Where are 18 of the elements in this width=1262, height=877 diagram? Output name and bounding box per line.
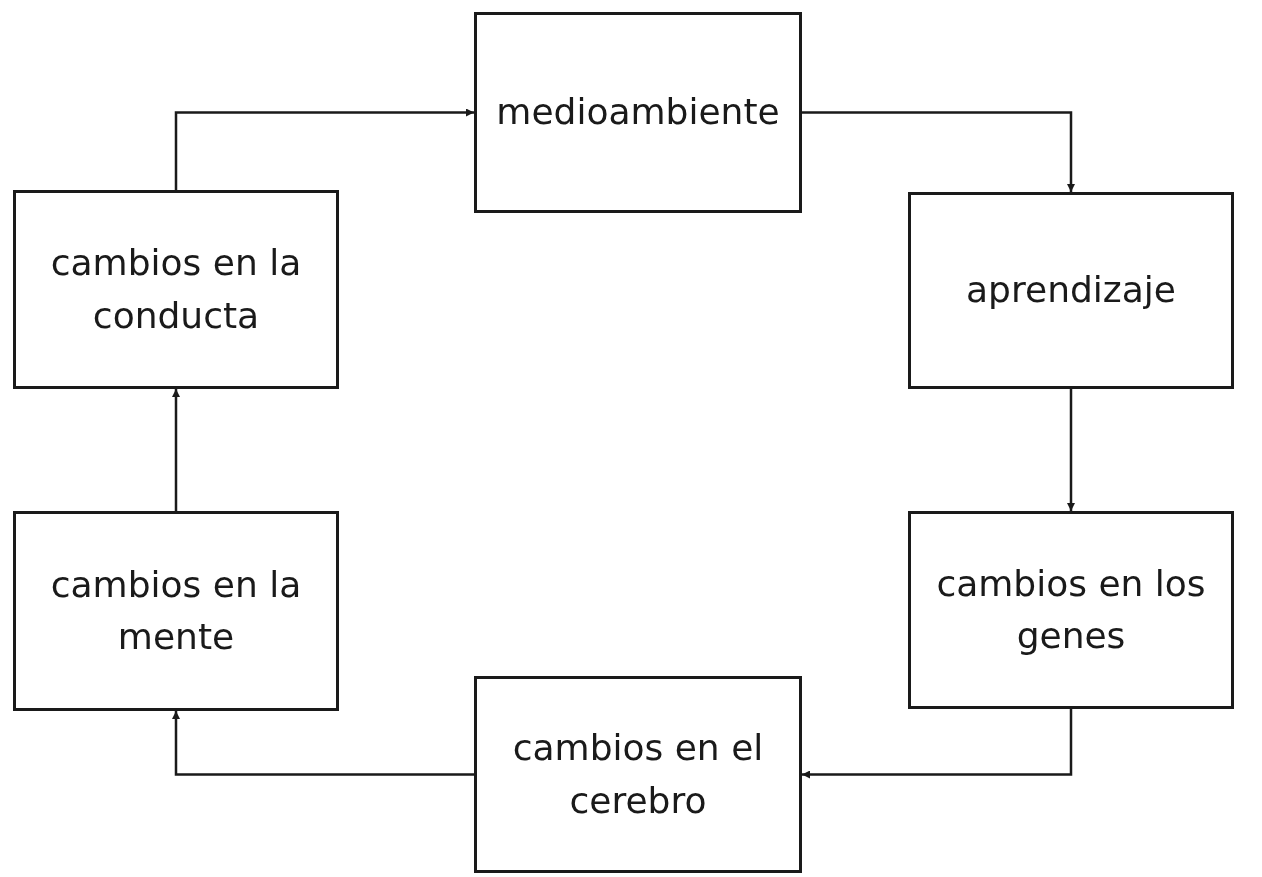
process-box	[474, 12, 802, 213]
box-label: medioambiente	[496, 90, 780, 135]
process-box	[474, 676, 802, 873]
process-box	[13, 190, 339, 389]
arrow	[802, 709, 1073, 779]
arrow	[174, 108, 474, 190]
process-box	[908, 511, 1234, 709]
arrow	[172, 711, 474, 776]
box-label: cambios en el cerebro	[511, 726, 765, 823]
box-label: cambios en la conducta	[49, 241, 303, 338]
box-label: aprendizaje	[966, 268, 1176, 313]
arrow	[172, 389, 180, 511]
process-box	[13, 511, 339, 711]
arrow	[1067, 389, 1075, 511]
arrow	[802, 111, 1075, 192]
box-label: cambios en la mente	[49, 562, 303, 659]
process-box	[908, 192, 1234, 389]
box-label: cambios en los genes	[935, 561, 1207, 658]
